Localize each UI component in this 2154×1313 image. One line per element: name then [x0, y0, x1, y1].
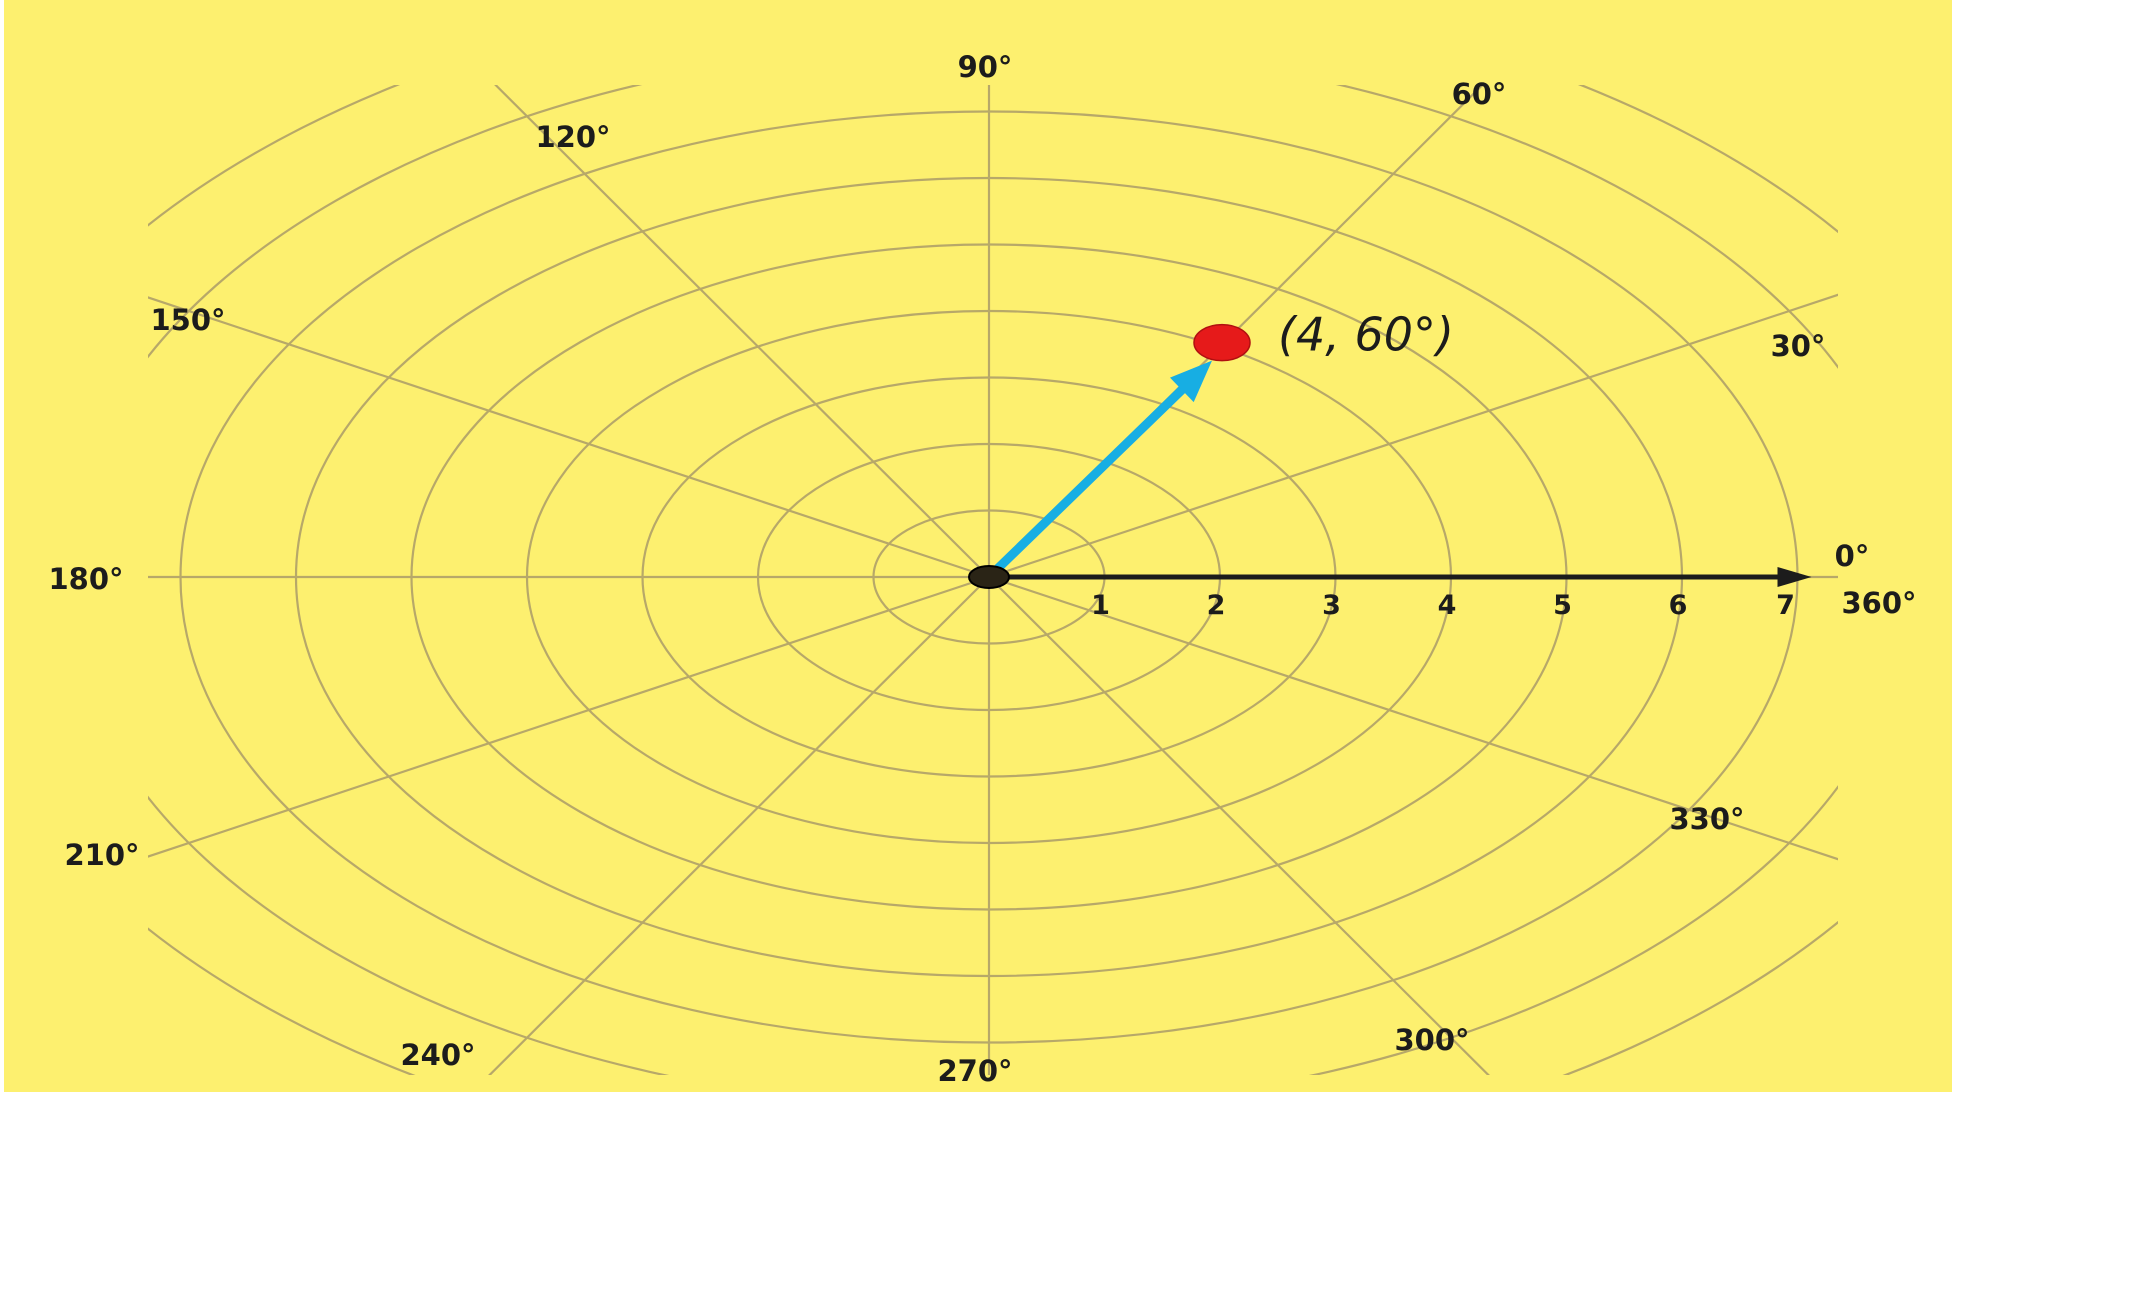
point-label: (4, 60°): [1278, 308, 1454, 362]
angle-label-60: 60°: [1452, 77, 1507, 111]
angle-label-270: 270°: [937, 1054, 1012, 1088]
polar-axis-arrowhead: [1777, 567, 1812, 587]
tick-label-7: 7: [1776, 590, 1795, 621]
angle-label-360: 360°: [1841, 586, 1916, 620]
tick-label-2: 2: [1207, 590, 1226, 621]
angle-labels: 90° 60° 120° 150° 30° 180° 0° 360° 210° 330° 240° 3…: [48, 50, 1916, 1088]
radial-tick-labels: 1 2 3 4 5 6 7: [1091, 590, 1795, 621]
angle-label-150: 150°: [150, 303, 225, 337]
spoke-300: [988, 576, 1490, 1075]
angle-label-210: 210°: [64, 838, 139, 872]
origin-dot: [968, 565, 1010, 589]
angle-label-120: 120°: [535, 120, 610, 154]
position-vector: [968, 323, 1251, 589]
spoke-240: [488, 576, 990, 1075]
spoke-120: [494, 85, 990, 578]
vector-arrowhead: [1170, 360, 1212, 403]
angle-label-240: 240°: [400, 1038, 475, 1072]
angle-label-330: 330°: [1669, 802, 1744, 836]
tick-label-6: 6: [1669, 590, 1688, 621]
tick-label-3: 3: [1322, 590, 1341, 621]
plotted-point: [1193, 323, 1251, 362]
tick-label-4: 4: [1438, 590, 1457, 621]
spoke-330: [988, 575, 1838, 861]
spoke-150: [148, 296, 990, 579]
vector-shaft: [984, 385, 1187, 582]
spoke-30: [988, 293, 1838, 579]
angle-label-300: 300°: [1394, 1023, 1469, 1057]
tick-label-5: 5: [1553, 590, 1572, 621]
angle-label-90: 90°: [958, 50, 1013, 84]
angle-label-30: 30°: [1771, 329, 1826, 363]
tick-label-1: 1: [1091, 590, 1110, 621]
angle-label-180: 180°: [48, 562, 123, 596]
angle-label-0: 0°: [1835, 539, 1870, 573]
polar-axis: [989, 567, 1812, 587]
spoke-210: [148, 575, 990, 858]
